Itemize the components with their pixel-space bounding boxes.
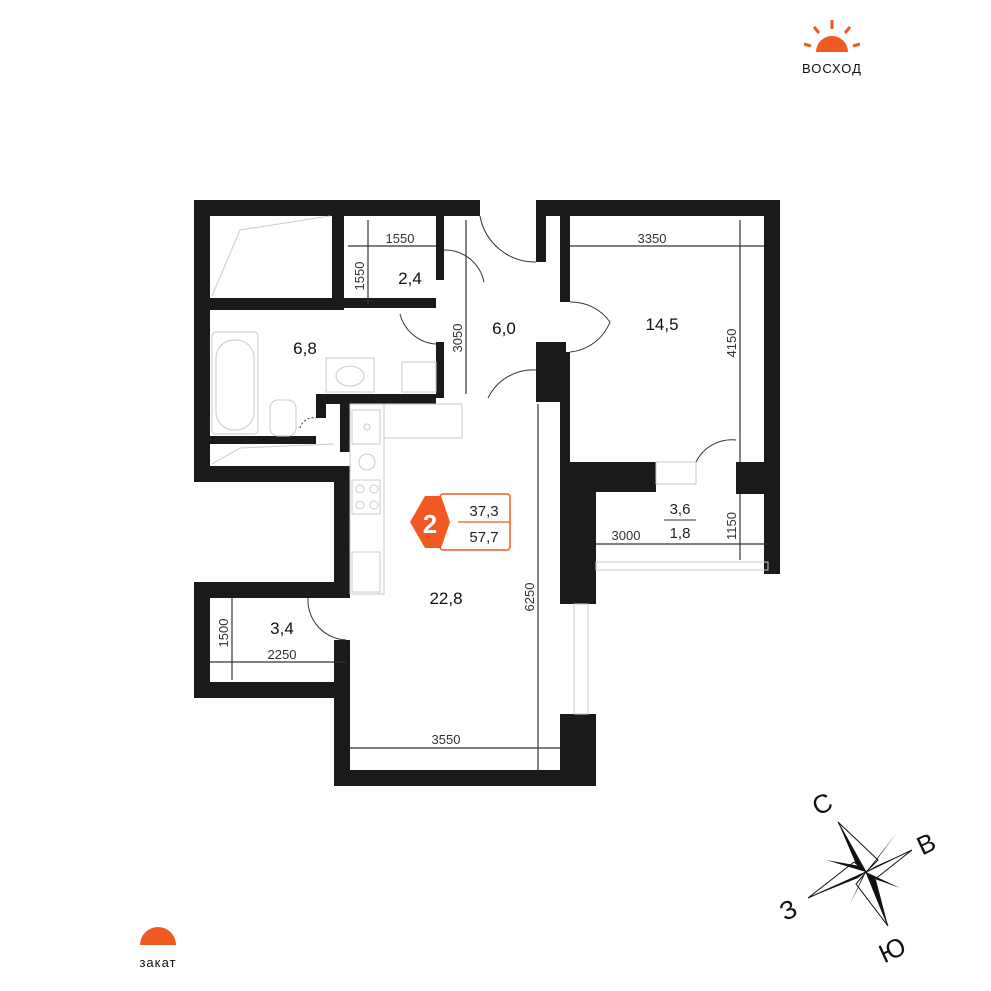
room-corridor-area: 6,0 [492,319,516,338]
dim-storage-height: 1550 [352,262,367,291]
living-area: 37,3 [469,503,498,520]
dim-living-height: 6250 [522,583,537,612]
sunset-label: закат [139,955,176,970]
compass-south: Ю [874,931,910,969]
dim-balcony-height: 1150 [724,512,739,540]
dim-wardrobe-width: 2250 [268,647,297,662]
dim-wardrobe-height: 1500 [216,619,231,648]
sunrise-label: ВОСХОД [802,61,862,76]
doors [299,215,737,641]
dim-balcony-width: 3000 [612,528,641,543]
dim-bedroom-height: 4150 [724,329,739,358]
room-bathroom-area: 6,8 [293,339,317,358]
room-balcony-area-bottom: 1,8 [670,525,691,542]
dim-bedroom-width: 3350 [638,231,667,246]
dim-corridor-height: 3050 [450,324,465,353]
compass-east: В [912,827,940,862]
sunset-icon [140,927,176,945]
room-wardrobe-area: 3,4 [270,619,294,638]
rooms-count: 2 [423,509,437,539]
room-storage-area: 2,4 [398,269,422,288]
total-area: 57,7 [469,529,498,546]
dim-storage-width: 1550 [386,231,415,246]
dimension-lines [210,220,768,770]
room-kitchen-living-area: 22,8 [429,589,462,608]
compass-rose-icon [807,821,913,927]
room-bedroom-area: 14,5 [645,315,678,334]
room-balcony-area-top: 3,6 [670,501,691,518]
dim-living-width: 3550 [432,732,461,747]
apartment-badge: 2 37,3 57,7 [410,493,511,551]
compass-north: С [807,786,837,821]
walls [194,200,780,786]
rooms-count-hexagon [410,496,450,548]
fixtures [211,215,769,715]
sunrise-icon [803,20,861,52]
compass-west: З [775,893,802,927]
